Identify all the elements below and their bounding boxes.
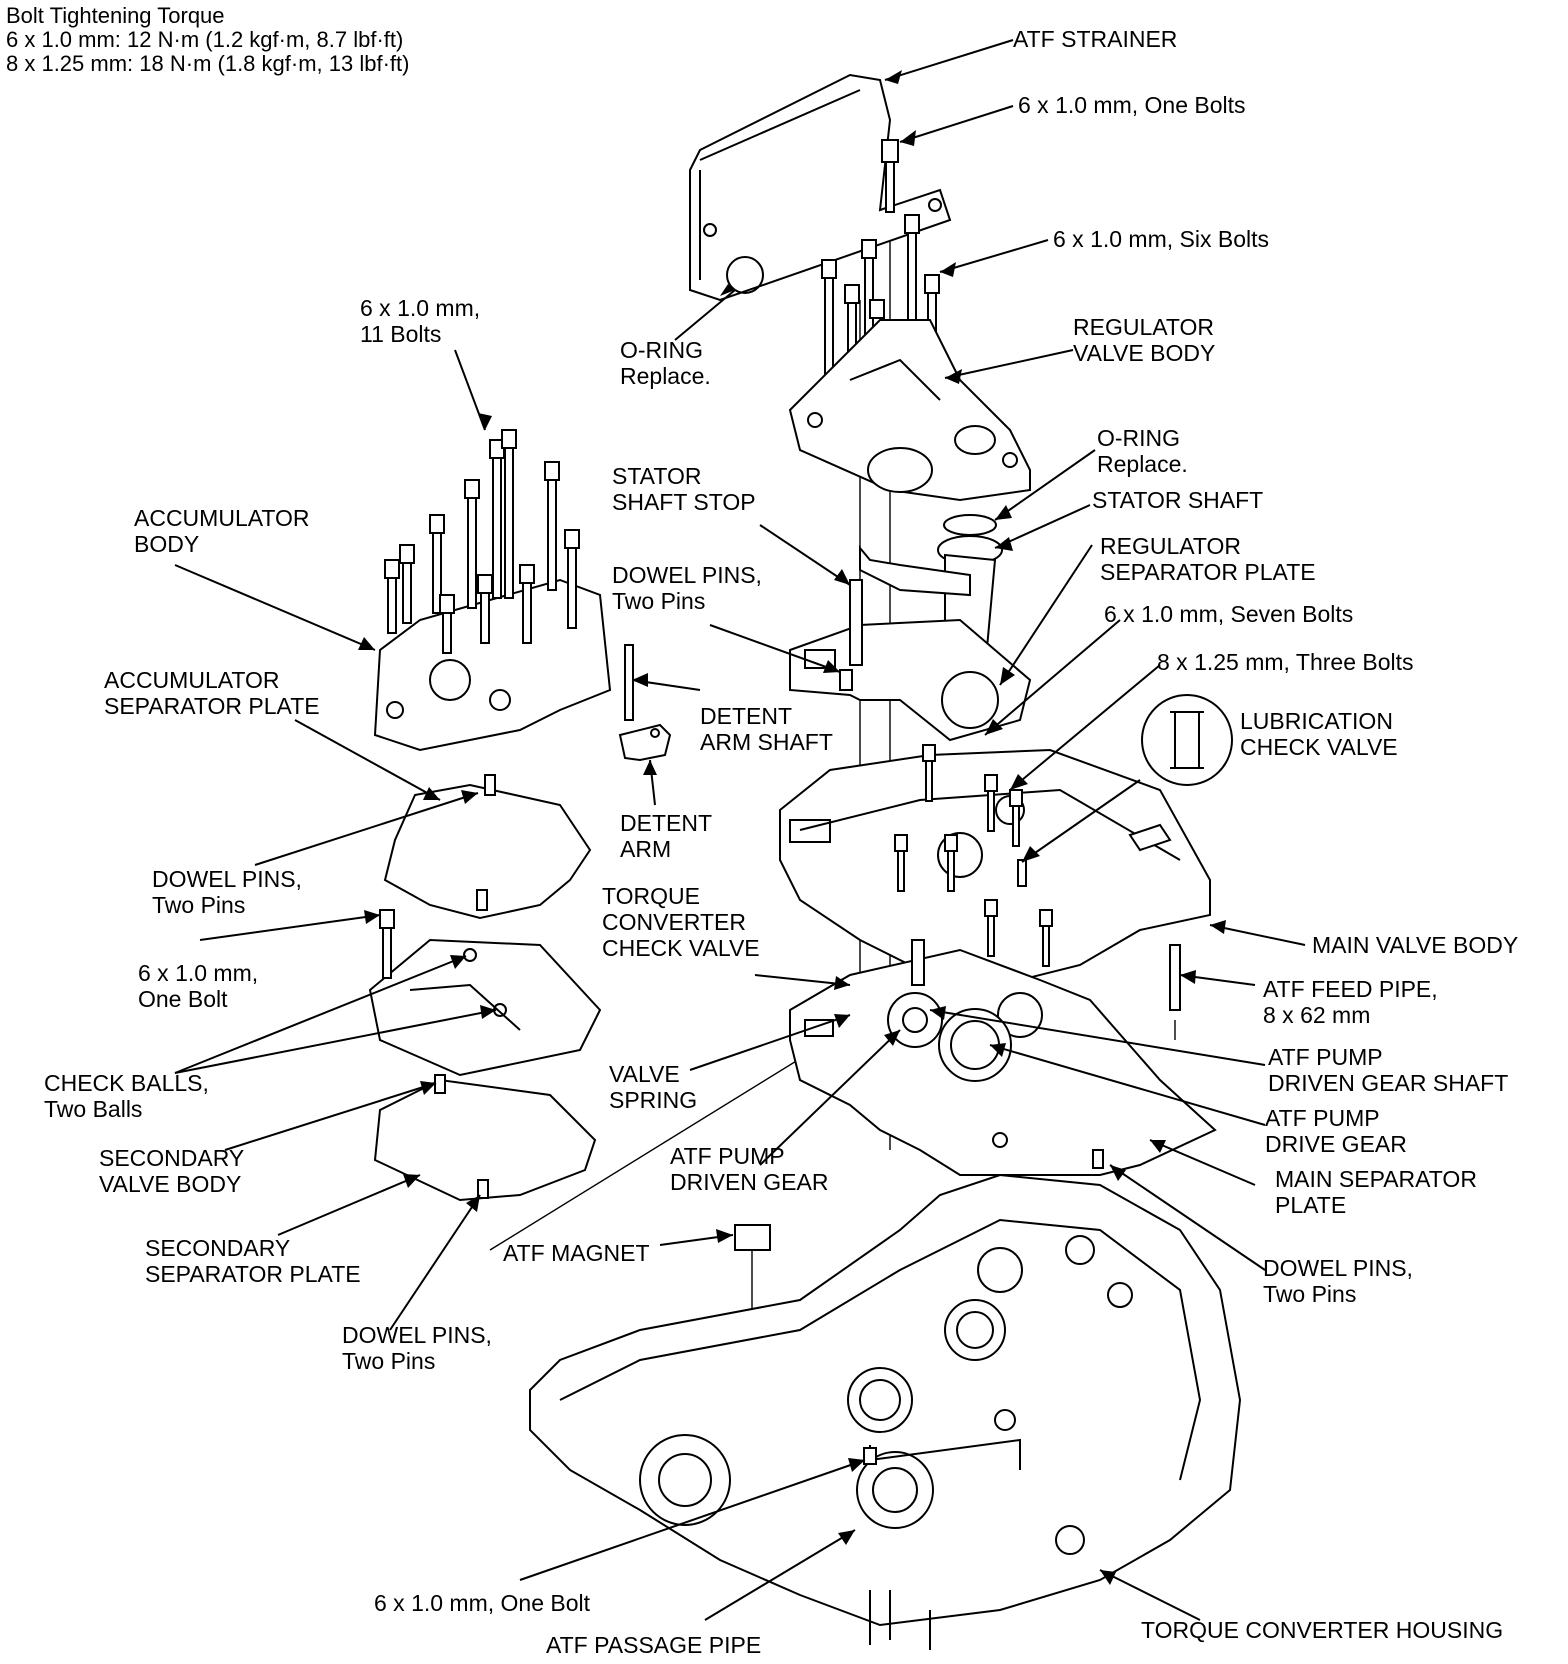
label-secondary-separator-plate: SECONDARY SEPARATOR PLATE xyxy=(145,1235,361,1287)
label-bolts-accumulator: 6 x 1.0 mm, 11 Bolts xyxy=(360,295,481,347)
label-lubrication-check-valve: LUBRICATION CHECK VALVE xyxy=(1240,708,1398,760)
label-detent-arm: DETENT ARM xyxy=(620,810,712,862)
label-atf-pump-driven-gear: ATF PUMP DRIVEN GEAR xyxy=(670,1143,829,1195)
label-oring-stator: O-RING Replace. xyxy=(1097,425,1188,477)
atf-feed-pipe-part xyxy=(1169,944,1181,1011)
label-oring-strainer: O-RING Replace. xyxy=(620,337,711,389)
torque-spec-line-2: 8 x 1.25 mm: 18 N·m (1.8 kgf·m, 13 lbf·f… xyxy=(6,51,410,76)
accumulator-separator-plate-part xyxy=(383,774,592,920)
label-bolt-secondary: 6 x 1.0 mm, One Bolt xyxy=(138,960,259,1012)
label-main-separator-plate: MAIN SEPARATOR PLATE xyxy=(1275,1166,1477,1218)
label-bolts-three: 8 x 1.25 mm, Three Bolts xyxy=(1157,649,1414,675)
label-stator-shaft-stop: STATOR SHAFT STOP xyxy=(612,463,756,515)
label-main-valve-body: MAIN VALVE BODY xyxy=(1312,932,1519,958)
label-torque-converter-check-valve: TORQUE CONVERTER CHECK VALVE xyxy=(602,883,760,961)
atf-magnet-part xyxy=(734,1224,771,1251)
lubrication-check-valve-callout xyxy=(1017,694,1233,887)
label-bolt-strainer: 6 x 1.0 mm, One Bolts xyxy=(1018,92,1246,118)
accumulator-body-part xyxy=(373,429,612,752)
leader-lines xyxy=(174,39,1306,1621)
regulator-separator-plate-part xyxy=(789,579,1032,742)
torque-spec-line-1: 6 x 1.0 mm: 12 N·m (1.2 kgf·m, 8.7 lbf·f… xyxy=(6,27,404,52)
label-atf-pump-drive-gear: ATF PUMP DRIVE GEAR xyxy=(1265,1105,1407,1157)
label-accumulator-separator-plate: ACCUMULATOR SEPARATOR PLATE xyxy=(104,667,320,719)
strainer-bolt xyxy=(881,139,899,213)
label-atf-pump-driven-gear-shaft: ATF PUMP DRIVEN GEAR SHAFT xyxy=(1268,1044,1509,1096)
torque-converter-housing-part xyxy=(529,1173,1242,1650)
label-bolts-seven: 6 x 1.0 mm, Seven Bolts xyxy=(1104,601,1354,627)
label-bolts-regulator: 6 x 1.0 mm, Six Bolts xyxy=(1053,226,1270,252)
label-bolt-passage: 6 x 1.0 mm, One Bolt xyxy=(374,1590,591,1616)
regulator-valve-body-part xyxy=(788,319,1031,502)
label-atf-passage-pipe: ATF PASSAGE PIPE xyxy=(546,1632,762,1658)
label-dowel-pins-left-lower: DOWEL PINS, Two Pins xyxy=(342,1322,492,1374)
regulator-bolts xyxy=(821,214,940,384)
label-dowel-pins-left-upper: DOWEL PINS, Two Pins xyxy=(152,866,302,918)
main-valve-body-part xyxy=(779,744,1211,987)
label-detent-arm-shaft: DETENT ARM SHAFT xyxy=(700,703,833,755)
leader-arrowheads xyxy=(358,70,1226,1585)
label-stator-shaft: STATOR SHAFT xyxy=(1092,487,1264,513)
label-atf-feed-pipe: ATF FEED PIPE, 8 x 62 mm xyxy=(1263,976,1438,1028)
detent-arm-part xyxy=(618,644,672,762)
label-dowel-pins-right: DOWEL PINS, Two Pins xyxy=(1263,1255,1413,1307)
label-regulator-valve-body: REGULATOR VALVE BODY xyxy=(1073,314,1216,366)
label-valve-spring: VALVE SPRING xyxy=(609,1061,698,1113)
label-atf-magnet: ATF MAGNET xyxy=(503,1240,650,1266)
torque-spec: Bolt Tightening Torque 6 x 1.0 mm: 12 N·… xyxy=(6,4,409,76)
label-secondary-valve-body: SECONDARY VALVE BODY xyxy=(99,1145,245,1197)
label-check-balls: CHECK BALLS, Two Balls xyxy=(44,1070,209,1122)
atf-strainer-part xyxy=(689,73,952,302)
torque-spec-title: Bolt Tightening Torque xyxy=(6,3,225,28)
label-torque-converter-housing: TORQUE CONVERTER HOUSING xyxy=(1141,1617,1504,1643)
label-accumulator-body: ACCUMULATOR BODY xyxy=(134,505,310,557)
label-regulator-separator-plate: REGULATOR SEPARATOR PLATE xyxy=(1100,533,1316,585)
label-dowel-pins-upper: DOWEL PINS, Two Pins xyxy=(612,562,762,614)
secondary-separator-plate-part xyxy=(373,1074,597,1202)
stator-shaft-stop-part xyxy=(859,545,971,597)
label-atf-strainer: ATF STRAINER xyxy=(1013,26,1178,52)
secondary-valve-body-part xyxy=(368,909,602,1077)
